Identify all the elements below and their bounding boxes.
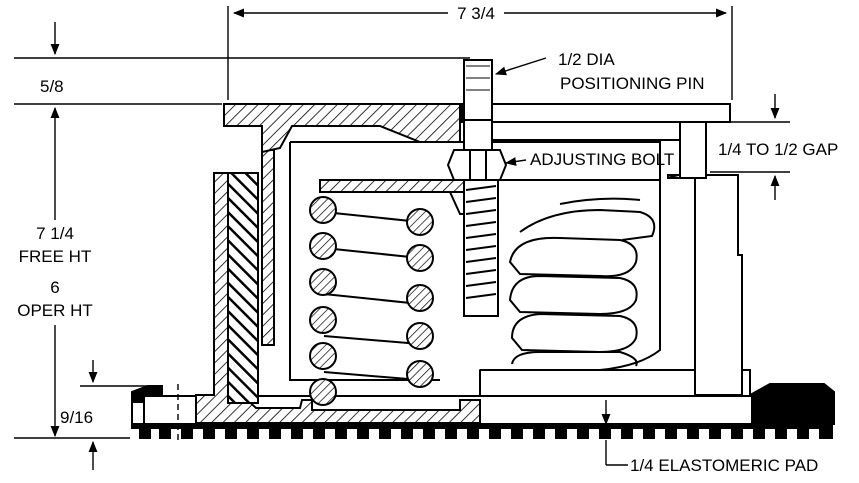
spring-coils-left: [309, 196, 434, 406]
spring-coils-right: [508, 197, 656, 367]
dimension-lines: [14, 6, 790, 470]
adjusting-bolt: [446, 59, 508, 317]
overall-width-label: 7 3/4: [450, 4, 502, 24]
free-height-value: 7 1/4: [36, 224, 74, 243]
operating-height-label: OPER HT: [17, 301, 93, 320]
pad-callout: 1/4 ELASTOMERIC PAD: [630, 456, 819, 475]
top-plate: [223, 103, 731, 179]
free-height-label: FREE HT: [18, 247, 92, 266]
housing-section-left: [195, 149, 481, 424]
pin-callout-line1: 1/2 DIA: [558, 50, 615, 69]
top-plate-dimension-label: 5/8: [40, 77, 64, 96]
bolt-callout: ADJUSTING BOLT: [530, 150, 675, 169]
operating-height-value: 6: [50, 278, 60, 297]
elastomeric-pad: [131, 383, 835, 439]
base-height-label: 9/16: [60, 408, 94, 427]
pin-callout-line2: POSITIONING PIN: [560, 74, 705, 93]
gap-label: 1/4 TO 1/2 GAP: [718, 140, 839, 159]
